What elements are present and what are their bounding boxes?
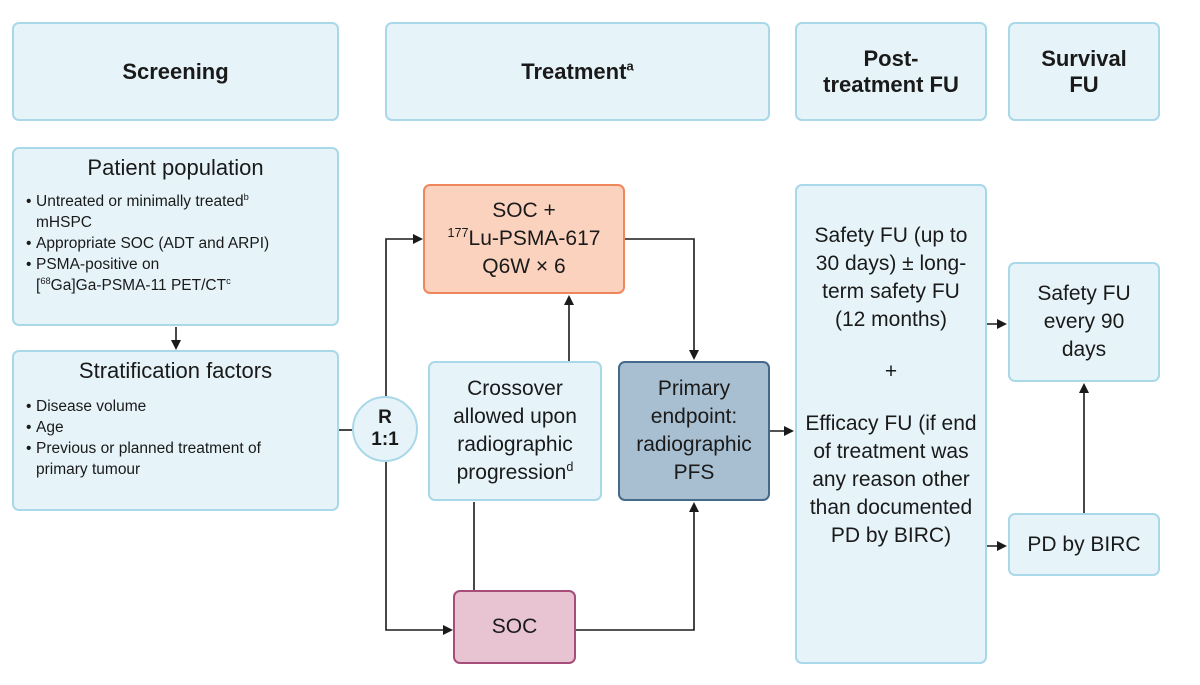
arrow-randomization-to-lu-arm [385,234,423,396]
efficacy-fu-text: Efficacy FU (if end of treatment was any… [805,412,977,547]
primary-endpoint-box: Primary endpoint: radiographic PFS [618,361,770,501]
stratification-title: Stratification factors [78,358,273,383]
patient-population-title: Patient population [87,155,264,180]
plus-sign: + [884,360,898,383]
post-treatment-fu-panel: Safety FU (up to 30 days) ± long-term sa… [795,184,987,664]
header-survival-fu-label: Survival FU [1041,45,1127,97]
list-item: Previous or planned treatment of primary… [22,438,312,480]
crossover-box: Crossover allowed upon radiographic prog… [428,361,602,501]
list-item: PSMA-positive on[68Ga]Ga-PSMA-11 PET/CTc [22,254,329,296]
arrow-soc-arm-to-endpoint [576,502,699,631]
header-screening: Screening [12,22,339,121]
list-item: Age [22,417,312,438]
header-survival-fu: Survival FU [1008,22,1160,121]
list-item: Appropriate SOC (ADT and ARPI) [22,233,329,254]
list-item: Disease volume [22,396,312,417]
randomization-circle: R 1:1 [352,396,418,462]
safety-fu-text: Safety FU (up to 30 days) ± long-term sa… [814,224,968,331]
header-treatment: Treatmenta [385,22,770,121]
header-screening-label: Screening [122,58,229,84]
stratification-list: Disease volume Age Previous or planned t… [22,396,312,480]
arrow-lu-arm-to-endpoint [625,238,699,360]
header-post-treatment-fu-label: Post-treatment FU [823,45,959,97]
soc-box: SOC [453,590,576,664]
header-post-treatment-fu: Post-treatment FU [795,22,987,121]
patient-population-panel: Patient population Untreated or minimall… [12,147,339,326]
survival-safety-fu-box: Safety FU every 90 days [1008,262,1160,382]
header-treatment-label: Treatmenta [521,58,634,84]
soc-lu-psma-box: SOC + 177Lu-PSMA-617 Q6W × 6 [423,184,625,294]
arrow-randomization-to-soc-arm [385,462,453,635]
pd-by-birc-box: PD by BIRC [1008,513,1160,576]
stratification-panel: Stratification factors Disease volume Ag… [12,350,339,511]
